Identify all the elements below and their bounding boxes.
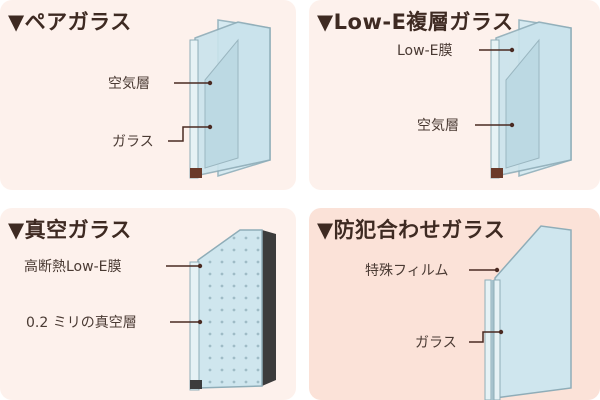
panel-pair-glass: ▼ペアガラス 空気層 ガラス bbox=[0, 0, 296, 190]
label-low-e-film: Low-E膜 bbox=[397, 43, 453, 59]
label-air-layer: 空気層 bbox=[417, 118, 459, 134]
vacuum-glass-illustration bbox=[166, 229, 276, 391]
panel-vacuum-glass: ▼真空ガラス 高断熱Low-E膜 0.2 ミリの真空層 bbox=[0, 208, 296, 400]
panel-laminated-glass: ▼防犯合わせガラス 特殊フィルム ガラス bbox=[309, 208, 600, 400]
label-glass: ガラス bbox=[415, 335, 457, 351]
panel-title: ▼真空ガラス bbox=[8, 218, 132, 242]
low-e-glass-illustration bbox=[475, 19, 572, 179]
laminated-glass-illustration bbox=[469, 225, 572, 400]
label-vacuum-layer: 0.2 ミリの真空層 bbox=[26, 315, 137, 331]
label-special-film: 特殊フィルム bbox=[365, 263, 449, 279]
label-low-e-film: 高断熱Low-E膜 bbox=[24, 259, 122, 275]
label-air-layer: 空気層 bbox=[108, 76, 150, 92]
panel-title: ▼ペアガラス bbox=[8, 10, 132, 34]
panel-title: ▼防犯合わせガラス bbox=[317, 218, 506, 242]
pair-glass-illustration bbox=[168, 19, 271, 179]
panel-title: ▼Low-E複層ガラス bbox=[317, 10, 514, 34]
panel-low-e-glass: ▼Low-E複層ガラス Low-E膜 空気層 bbox=[309, 0, 600, 190]
label-glass: ガラス bbox=[112, 134, 154, 150]
